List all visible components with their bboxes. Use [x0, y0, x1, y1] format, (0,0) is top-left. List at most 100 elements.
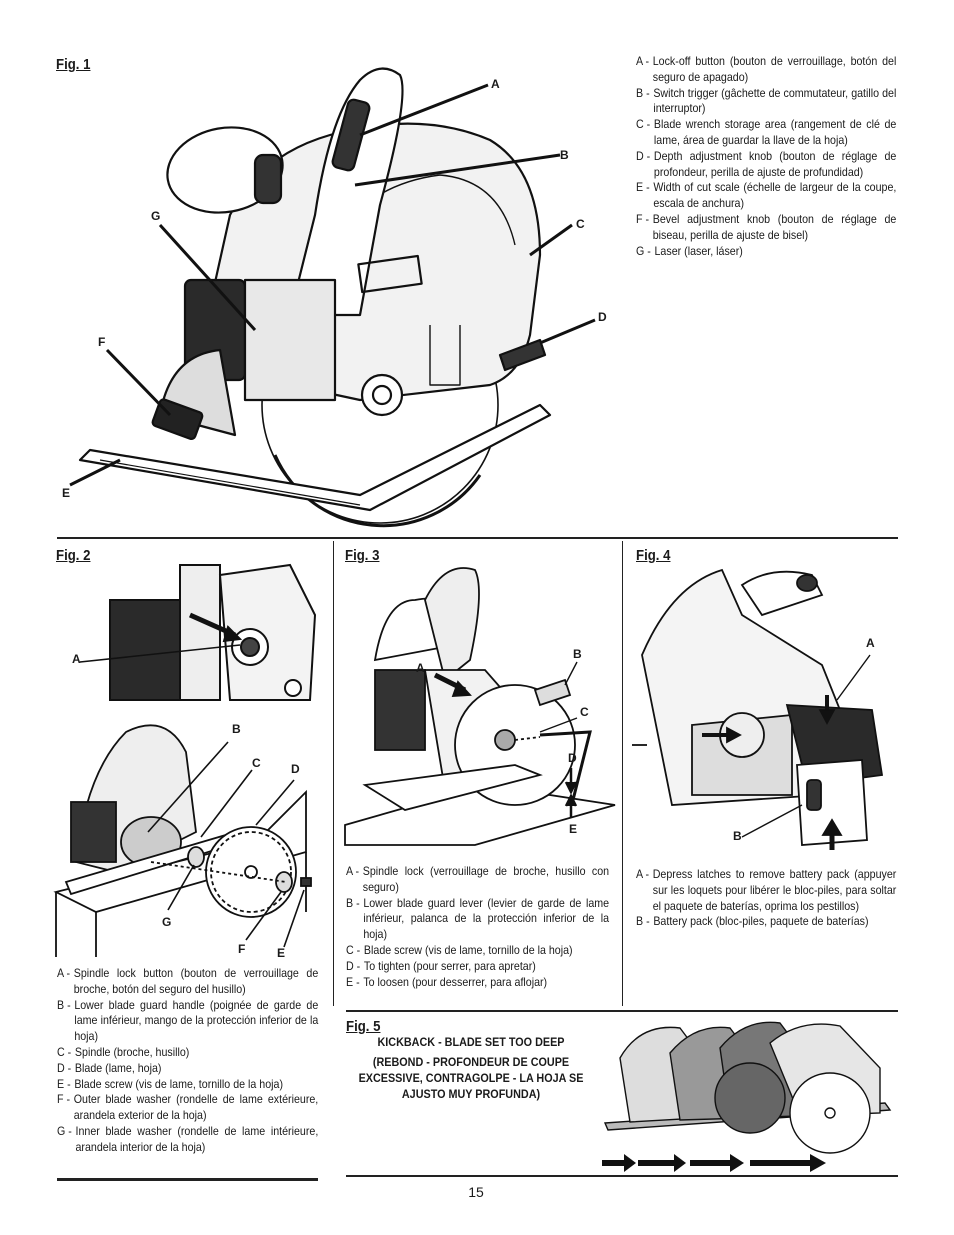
fig2-callout-e: E	[277, 946, 286, 960]
fig2-callout-c: C	[252, 756, 261, 770]
fig2-legend-text: Outer blade washer (rondelle de lame ext…	[73, 1093, 319, 1123]
fig1-legend-key: F -	[636, 212, 650, 226]
fig1-callout-b: B	[560, 148, 569, 162]
fig2-callout-f: F	[238, 942, 246, 956]
fig4-legend: A -Depress latches to remove battery pac…	[636, 867, 896, 930]
divider-fig5-top	[346, 1010, 898, 1012]
fig2-legend-text: Blade screw (vis de lame, tornillo de la…	[74, 1077, 284, 1091]
fig3-callout-c: C	[580, 705, 589, 719]
divider-v1	[333, 541, 334, 1006]
fig1-callout-c: C	[576, 217, 585, 231]
fig1-legend-text: Laser (laser, láser)	[654, 244, 743, 258]
fig2-legend-item: G -Inner blade washer (rondelle de lame …	[57, 1124, 318, 1156]
fig2-legend-text: Spindle lock button (bouton de verrouill…	[73, 967, 319, 996]
fig3-legend-item: E -To loosen (pour desserrer, para afloj…	[346, 975, 609, 991]
fig3-legend-text: Spindle lock (verrouillage de broche, hu…	[362, 865, 610, 894]
fig2-blade-assembly-illustration	[53, 724, 312, 957]
fig2-legend-text: Spindle (broche, husillo)	[74, 1045, 190, 1059]
divider-bottom-right	[346, 1175, 898, 1177]
fig2-legend: A -Spindle lock button (bouton de verrou…	[57, 966, 318, 1156]
fig1-callout-e: E	[62, 486, 71, 500]
fig4-battery-removal-illustration	[632, 568, 884, 850]
divider-v2	[622, 541, 623, 1006]
fig4-callout-b: B	[733, 829, 742, 843]
fig3-callout-e: E	[569, 822, 578, 836]
fig4-legend-key: B -	[636, 915, 650, 929]
fig3-legend-item: C -Blade screw (vis de lame, tornillo de…	[346, 943, 609, 959]
fig1-legend-text: Depth adjustment knob (bouton de réglage…	[653, 149, 897, 179]
fig3-legend-item: B -Lower blade guard lever (levier de ga…	[346, 896, 609, 943]
fig1-circular-saw-illustration	[69, 67, 596, 528]
fig3-legend-key: A -	[346, 865, 360, 878]
fig3-legend-key: E -	[346, 975, 360, 989]
fig3-callout-d: D	[568, 751, 577, 765]
page-number: 15	[468, 1184, 484, 1200]
fig3-legend-text: To tighten (pour serrer, para apretar)	[363, 959, 536, 973]
fig1-title: Fig. 1	[56, 56, 91, 73]
fig4-legend-key: A -	[636, 868, 650, 881]
fig1-legend-key: D -	[636, 149, 651, 163]
fig1-legend-key: B -	[636, 86, 650, 100]
fig1-legend-key: G -	[636, 244, 651, 258]
fig4-legend-text: Depress latches to remove battery pack (…	[652, 868, 897, 913]
fig2-legend-text: Inner blade washer (rondelle de lame int…	[75, 1124, 319, 1154]
fig1-legend-item: E -Width of cut scale (échelle de largeu…	[636, 180, 896, 212]
fig1-legend-text: Bevel adjustment knob (bouton de réglage…	[652, 212, 897, 242]
fig4-legend-item: A -Depress latches to remove battery pac…	[636, 867, 896, 914]
fig2-legend-key: F -	[57, 1093, 71, 1107]
fig1-legend-key: C -	[636, 118, 651, 132]
fig3-legend-text: Lower blade guard lever (levier de garde…	[363, 896, 610, 942]
fig1-callout-a: A	[491, 77, 500, 91]
fig5-kickback-illustration	[602, 1021, 892, 1172]
fig2-callout-a: A	[72, 652, 81, 666]
fig5-kickback-text: KICKBACK - BLADE SET TOO DEEP (REBOND - …	[359, 1034, 584, 1102]
fig4-title: Fig. 4	[636, 547, 671, 564]
fig4-callout-a: A	[866, 636, 875, 650]
fig3-title: Fig. 3	[345, 547, 380, 564]
fig5-kick-line1: KICKBACK - BLADE SET TOO DEEP	[377, 1035, 565, 1049]
fig2-spindle-lock-illustration	[79, 563, 317, 701]
fig2-legend-item: A -Spindle lock button (bouton de verrou…	[57, 966, 318, 998]
fig2-callout-d: D	[291, 762, 300, 776]
fig2-legend-key: B -	[57, 998, 71, 1012]
fig1-legend-key: E -	[636, 181, 650, 195]
fig1-legend-text: Switch trigger (gâchette de commutateur,…	[653, 86, 897, 116]
fig4-legend-text: Battery pack (bloc-piles, paquete de bat…	[653, 915, 869, 929]
fig2-legend-key: A -	[57, 967, 71, 980]
fig5-title: Fig. 5	[346, 1018, 381, 1035]
fig1-legend-item: A -Lock-off button (bouton de verrouilla…	[636, 54, 896, 86]
fig3-legend-text: To loosen (pour desserrer, para aflojar)	[363, 975, 548, 989]
fig3-blade-screw-illustration	[344, 567, 616, 846]
fig1-legend-text: Lock-off button (bouton de verrouillage,…	[652, 55, 897, 84]
fig1-legend-text: Width of cut scale (échelle de largeur d…	[653, 181, 897, 211]
fig1-legend: A -Lock-off button (bouton de verrouilla…	[636, 54, 896, 259]
divider-bottom-left	[57, 1178, 318, 1181]
divider-top	[57, 537, 898, 539]
fig1-legend-item: F -Bevel adjustment knob (bouton de régl…	[636, 212, 896, 244]
fig1-legend-item: D -Depth adjustment knob (bouton de régl…	[636, 149, 896, 181]
fig1-callout-d: D	[598, 310, 607, 324]
fig2-legend-item: D -Blade (lame, hoja)	[57, 1061, 318, 1077]
fig2-legend-item: E -Blade screw (vis de lame, tornillo de…	[57, 1077, 318, 1093]
fig3-legend-key: C -	[346, 943, 361, 957]
fig2-legend-text: Blade (lame, hoja)	[74, 1061, 162, 1075]
fig2-legend-key: C -	[57, 1045, 72, 1059]
fig2-legend-key: G -	[57, 1124, 72, 1138]
fig1-legend-item: G -Laser (laser, láser)	[636, 244, 896, 260]
fig1-legend-key: A -	[636, 55, 650, 68]
fig2-title: Fig. 2	[56, 547, 91, 564]
fig1-callout-g: G	[151, 209, 161, 223]
fig2-legend-key: D -	[57, 1061, 72, 1075]
fig2-legend-text: Lower blade guard handle (poignée de gar…	[74, 998, 319, 1044]
fig4-legend-item: B -Battery pack (bloc-piles, paquete de …	[636, 914, 896, 930]
fig3-callout-a: A	[416, 661, 425, 675]
fig3-legend-key: D -	[346, 959, 361, 973]
fig3-callout-b: B	[573, 647, 582, 661]
fig2-legend-key: E -	[57, 1077, 71, 1091]
fig1-callout-f: F	[98, 335, 106, 349]
fig3-legend-key: B -	[346, 896, 360, 910]
fig1-legend-item: C -Blade wrench storage area (rangement …	[636, 117, 896, 149]
fig1-legend-item: B -Switch trigger (gâchette de commutate…	[636, 86, 896, 118]
fig2-callout-b: B	[232, 722, 241, 736]
fig3-legend-item: A -Spindle lock (verrouillage de broche,…	[346, 864, 609, 896]
